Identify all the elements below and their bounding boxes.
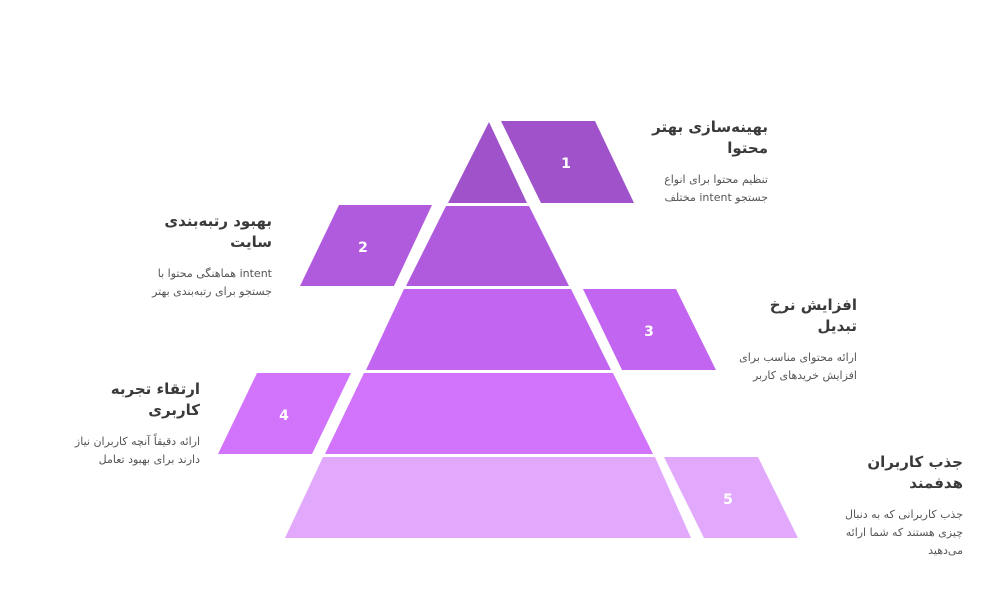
level-3-label: افزایش نرخ تبدیل ارائه محتوای مناسب برای… bbox=[735, 295, 857, 385]
level-1-title: بهینه‌سازی بهتر محتوا bbox=[652, 118, 768, 157]
level-1-description: تنظیم محتوا برای انواع جستجو intent مختل… bbox=[664, 173, 768, 204]
level-3-title: افزایش نرخ تبدیل bbox=[769, 296, 857, 335]
level-5-label: جذب کاربران هدفمند جذب کاربرانی که به دن… bbox=[818, 452, 963, 560]
level-3-description: ارائه محتوای مناسب برای افزایش خریدهای ک… bbox=[739, 351, 857, 382]
number-label-3: 3 bbox=[644, 324, 654, 340]
level-4-description: ارائه دقیقاً آنچه کاربران نیاز دارند برا… bbox=[74, 435, 200, 466]
pyramid-tier-1 bbox=[448, 122, 527, 203]
number-label-1: 1 bbox=[561, 156, 571, 172]
pyramid-tier-4 bbox=[325, 373, 653, 454]
level-2-title: بهبود رتبه‌بندی سایت bbox=[164, 212, 272, 251]
level-5-title: جذب کاربران هدفمند bbox=[867, 453, 963, 492]
number-badge-1 bbox=[501, 121, 634, 203]
pyramid-tier-2 bbox=[406, 206, 569, 286]
number-label-5: 5 bbox=[723, 492, 733, 508]
level-2-label: بهبود رتبه‌بندی سایت intent هماهنگی محتو… bbox=[120, 211, 272, 301]
number-badge-2 bbox=[300, 205, 432, 286]
level-4-label: ارتقاء تجربه کاربری ارائه دقیقاً آنچه کا… bbox=[55, 379, 200, 469]
level-5-description: جذب کاربرانی که به دنبال چیزی هستند که ش… bbox=[845, 508, 963, 557]
pyramid-tier-5 bbox=[285, 457, 691, 538]
level-1-label: بهینه‌سازی بهتر محتوا تنظیم محتوا برای ا… bbox=[650, 117, 768, 207]
level-2-description: intent هماهنگی محتوا با جستجو برای رتبه‌… bbox=[152, 267, 272, 298]
number-badge-3 bbox=[583, 289, 716, 370]
level-4-title: ارتقاء تجربه کاربری bbox=[110, 380, 200, 419]
number-label-4: 4 bbox=[279, 408, 289, 424]
number-badge-4 bbox=[218, 373, 351, 454]
number-label-2: 2 bbox=[358, 240, 368, 256]
pyramid-tier-3 bbox=[366, 289, 611, 370]
number-badge-5 bbox=[664, 457, 798, 538]
